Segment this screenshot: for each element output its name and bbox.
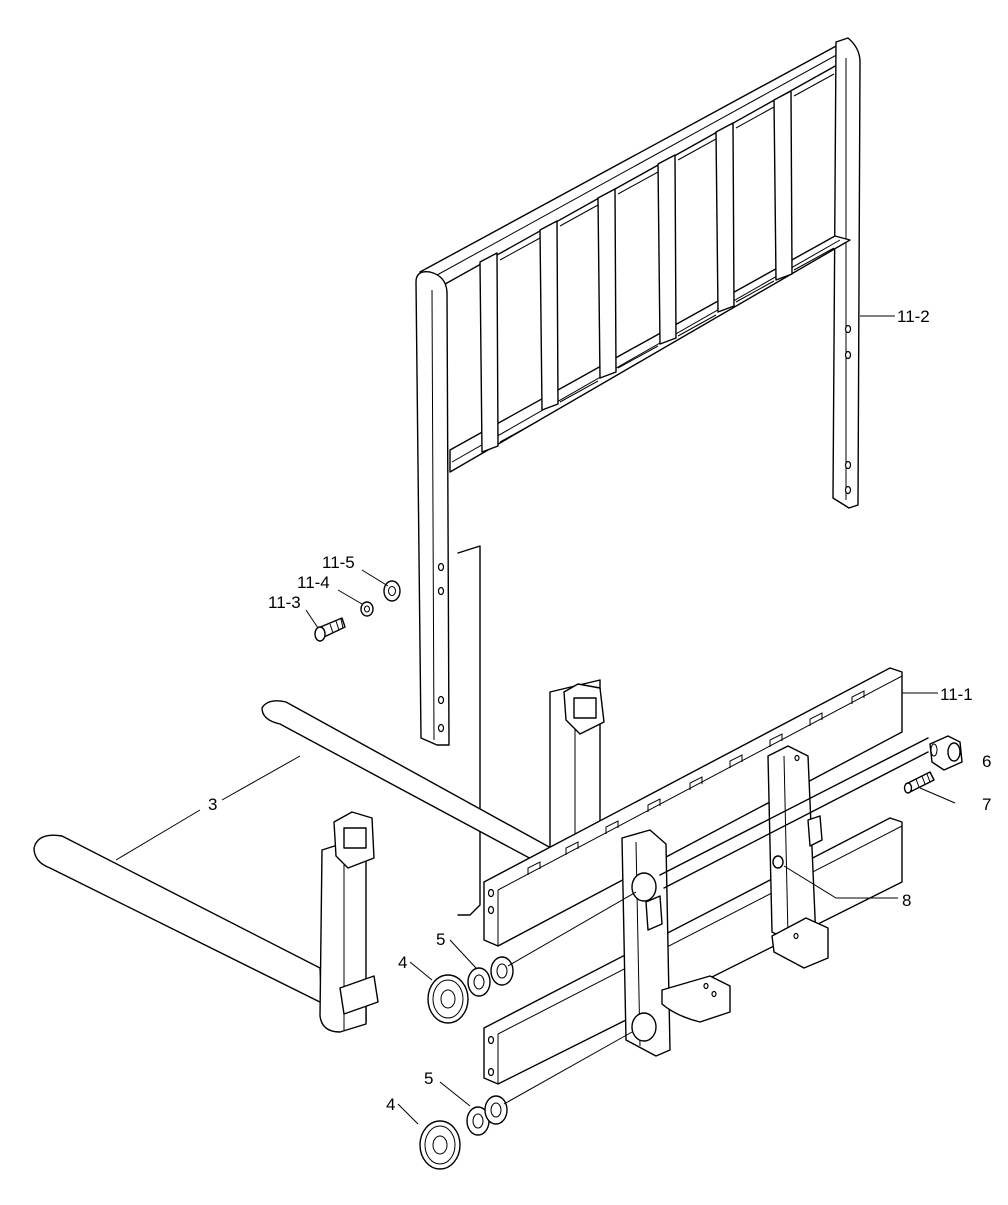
- fork-front: [33, 811, 379, 1033]
- callout-5-lower: 5: [424, 1069, 433, 1088]
- callout-7: 7: [982, 795, 991, 814]
- carriage-side-plate-right: [767, 745, 829, 969]
- pin-6: [929, 735, 963, 771]
- callout-3: 3: [208, 795, 217, 814]
- shim-washers-upper: [467, 956, 514, 997]
- callout-4-lower: 4: [386, 1095, 395, 1114]
- leader-lines: [115, 315, 956, 1125]
- load-backrest: [415, 37, 861, 746]
- roller-bearing-upper: [427, 974, 469, 1024]
- connecting-rod: [659, 737, 929, 876]
- callout-11-2: 11-2: [897, 307, 930, 326]
- shim-washers-lower: [466, 1095, 508, 1136]
- callout-11-4: 11-4: [297, 573, 330, 592]
- carriage-upper-bar: [483, 667, 903, 947]
- bolt-11-3: [314, 617, 346, 642]
- bolt-7: [903, 771, 935, 794]
- lock-washer-11-4: [360, 601, 374, 617]
- callout-5-upper: 5: [436, 930, 445, 949]
- roller-bearing-lower: [419, 1120, 461, 1170]
- callout-8: 8: [902, 891, 911, 910]
- callout-4-upper: 4: [398, 953, 407, 972]
- carriage-side-plate-left: [621, 829, 731, 1057]
- callout-6: 6: [982, 752, 991, 771]
- flat-washer-11-5: [383, 580, 401, 602]
- callout-11-3: 11-3: [268, 593, 301, 612]
- mounting-plate-outline: [457, 545, 481, 916]
- callout-11-1: 11-1: [940, 685, 973, 704]
- callout-11-5: 11-5: [322, 553, 355, 572]
